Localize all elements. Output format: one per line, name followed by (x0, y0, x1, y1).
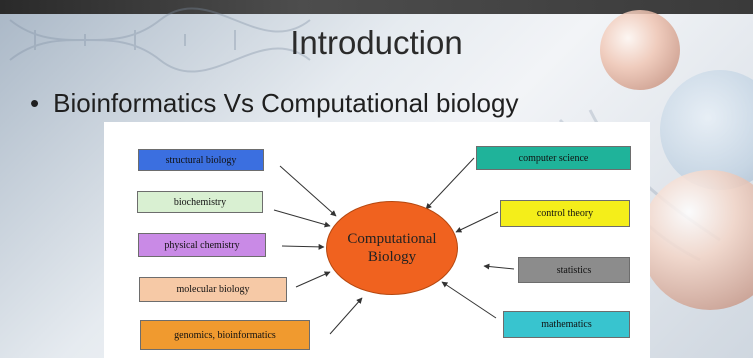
biochemistry-box: biochemistry (137, 191, 263, 213)
bullet-text: Bioinformatics Vs Computational biology (53, 88, 519, 118)
molecular-biology-box: molecular biology (139, 277, 287, 302)
statistics-box: statistics (518, 257, 630, 283)
arrow (273, 209, 331, 228)
diagram-arrows (273, 157, 515, 335)
arrow (329, 297, 363, 335)
slide-title: Introduction (290, 24, 463, 61)
arrow (455, 211, 499, 233)
bullet-item: • Bioinformatics Vs Computational biology (30, 88, 518, 119)
arrow (281, 243, 325, 250)
arrow (295, 271, 331, 288)
mathematics-box: mathematics (503, 311, 630, 338)
genomics-bioinformatics-box: genomics, bioinformatics (140, 320, 310, 350)
control-theory-box: control theory (500, 200, 630, 227)
sphere-decoration (600, 10, 680, 90)
arrow (425, 157, 475, 210)
center-label-line2: Biology (367, 249, 417, 265)
sphere-decoration (640, 170, 753, 310)
physical-chemistry-box: physical chemistry (138, 233, 266, 257)
center-label-line1: Computational (347, 231, 437, 247)
bullet-dot: • (30, 88, 40, 118)
arrow (441, 281, 497, 319)
structural-biology-box: structural biology (138, 149, 264, 171)
arrow (279, 165, 337, 217)
computer-science-box: computer science (476, 146, 631, 170)
arrow (483, 263, 515, 270)
diagram-panel: structural biology biochemistry physical… (104, 122, 650, 358)
top-band (0, 0, 753, 14)
computational-biology-node: Computational Biology (326, 201, 458, 295)
